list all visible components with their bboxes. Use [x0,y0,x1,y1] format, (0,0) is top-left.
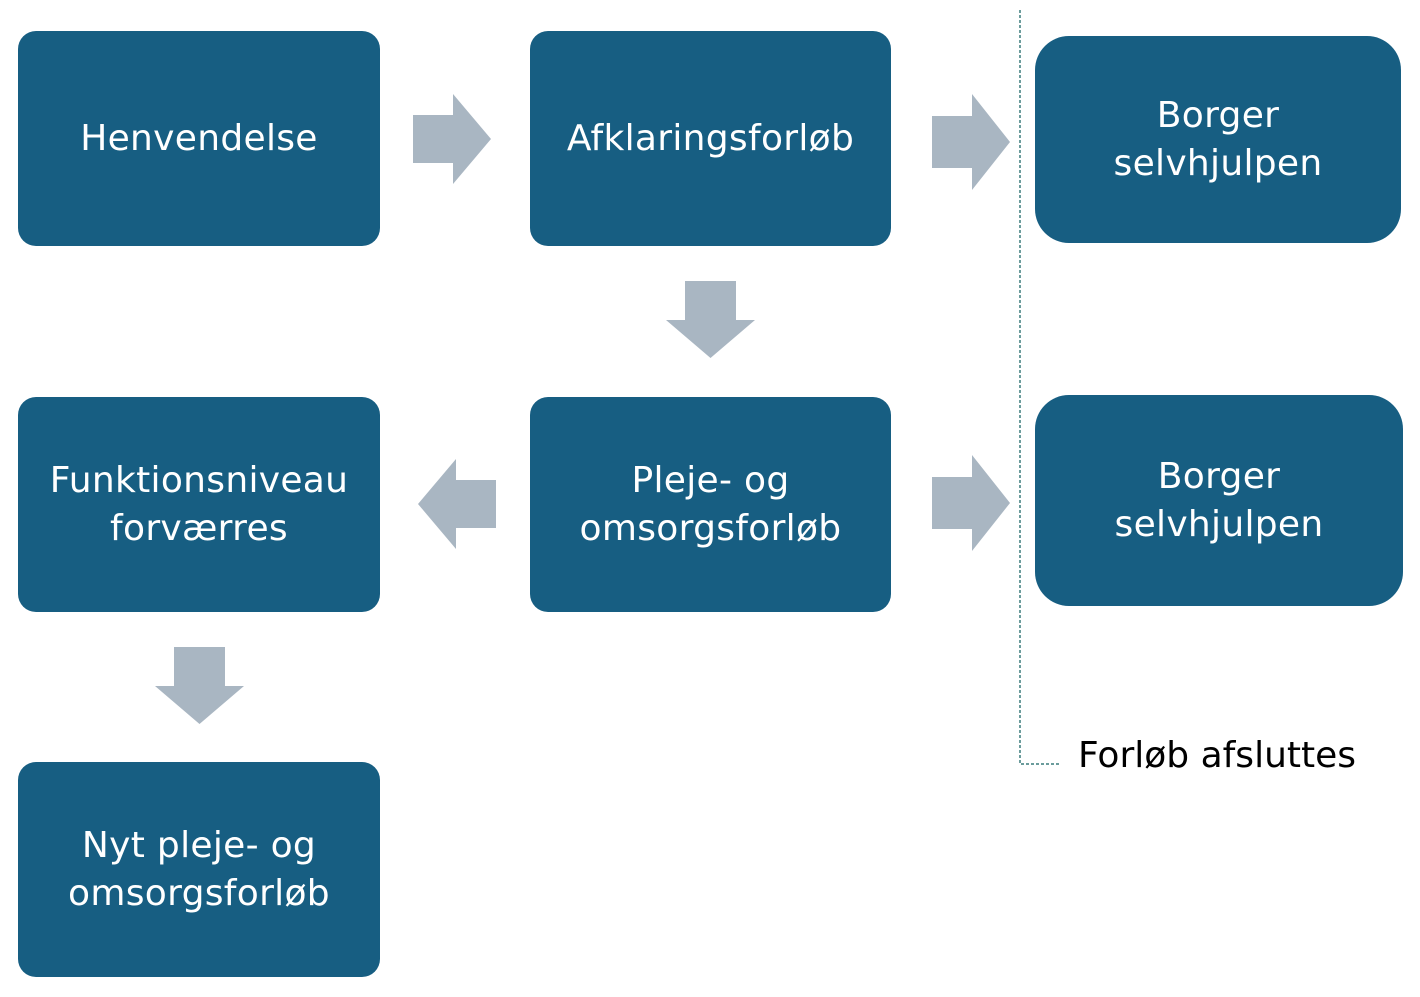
arrow-down-icon [666,281,755,358]
box-pleje-omsorg: Pleje- og omsorgsforløb [530,397,891,612]
box-label: Borger selvhjulpen [1114,455,1324,545]
box-label: Funktionsniveau forværres [49,459,349,549]
arrow-left-icon [418,459,496,549]
arrow-right-icon [932,94,1010,190]
box-label: Afklaringsforløb [566,117,855,159]
arrow-down-icon [155,647,244,724]
box-borger-selvhjulpen-bottom: Borger selvhjulpen [1035,395,1403,606]
box-borger-selvhjulpen-top: Borger selvhjulpen [1035,36,1401,243]
arrow-right-icon [932,455,1010,551]
box-henvendelse: Henvendelse [18,31,380,246]
box-afklaringsforloeb: Afklaringsforløb [530,31,891,246]
box-label: Borger selvhjulpen [1113,94,1323,184]
box-nyt-pleje: Nyt pleje- og omsorgsforløb [18,762,380,977]
legend-label: Forløb afsluttes [1078,735,1357,776]
arrow-right-icon [413,94,491,184]
box-funktionsniveau: Funktionsniveau forværres [18,397,380,612]
box-label: Nyt pleje- og omsorgsforløb [68,824,330,914]
box-label: Henvendelse [80,117,318,159]
box-label: Pleje- og omsorgsforløb [579,459,842,549]
